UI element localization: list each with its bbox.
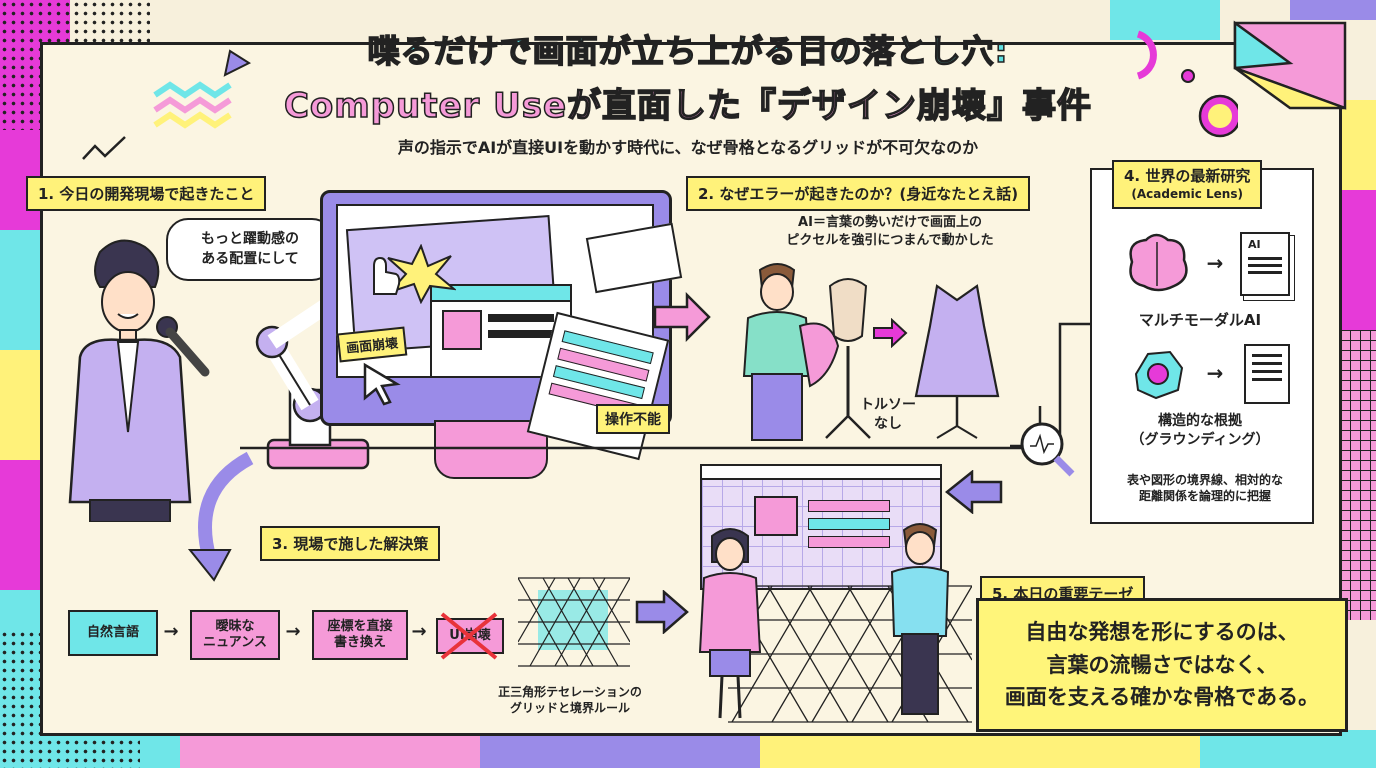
bg-block-l-pink — [0, 460, 40, 590]
thesis-line-3: 画面を支える確かな骨格である。 — [1004, 685, 1320, 710]
bg-block-tr-purple — [1290, 0, 1376, 20]
section4-label: 4. 世界の最新研究 (Academic Lens) — [1112, 160, 1263, 210]
flow-step-natural-language: 自然言語 — [68, 610, 158, 656]
floating-window — [430, 284, 572, 378]
bg-block-bottom-yellow — [760, 730, 1200, 768]
arrow-right-icon — [653, 292, 711, 342]
flow-arrow-3: → — [411, 621, 427, 642]
thesis-line-2: 言葉の流暢さではなく、 — [1046, 652, 1278, 677]
magnifier-icon — [1020, 422, 1075, 477]
brain-icon — [1129, 233, 1188, 292]
collapsed-dress-illustration — [914, 284, 1000, 439]
speech-bubble: もっと躍動感の ある配置にして — [166, 218, 334, 282]
section4-title: 4. 世界の最新研究 — [1124, 167, 1251, 185]
arrow-left-icon — [944, 470, 1003, 514]
bg-block-l-yellow — [0, 350, 40, 460]
cursor-hand-icon — [373, 256, 401, 295]
circles-decoration — [1136, 30, 1238, 138]
flow-step-rewrite-coordinates: 座標を直接 書き換え — [312, 610, 408, 660]
page-title-line2: Computer Useが直面した『デザイン崩壊』事件 — [283, 85, 1093, 127]
geometric-decoration-tr — [1233, 20, 1347, 110]
mannequin-illustration — [825, 278, 871, 439]
no-torso-label: トルソー なし — [860, 397, 916, 432]
network-node-icon — [1134, 350, 1184, 400]
check-squiggle-decoration — [82, 136, 126, 160]
floor-triangle-grid — [728, 585, 972, 723]
bg-block-bottom-pink — [180, 730, 480, 768]
cursor-arrow-icon — [363, 362, 401, 406]
curved-arrow-down-icon — [187, 451, 254, 582]
cross-mark-icon — [440, 612, 498, 660]
thesis-line-1: 自由な発想を形にするのは、 — [1025, 620, 1299, 645]
section3-label: 3. 現場で施した解決策 — [260, 526, 441, 561]
tailor-illustration — [742, 263, 840, 441]
tag-inoperable: 操作不能 — [596, 404, 670, 434]
document-ai-icon: AI — [1240, 232, 1290, 296]
multimodal-ai-label: マルチモーダルAI — [1138, 311, 1262, 329]
triangle-decoration — [223, 49, 252, 77]
flow-arrow-2: → — [285, 621, 301, 642]
arrow-right-small-icon — [873, 318, 908, 348]
flow-arrow-1: → — [163, 621, 179, 642]
section4-sublabel: (Academic Lens) — [1131, 186, 1243, 201]
page-title-line1: 喋るだけで画面が立ち上がる日の落とし穴: — [367, 31, 1009, 71]
grounding-title: 構造的な根拠 （グラウンディング） — [1130, 413, 1270, 448]
section2-explanation: AI＝言葉の勢いだけで画面上の ピクセルを強引につまんで動かした — [786, 215, 994, 248]
flow-step-vague-nuance: 曖昧な ニュアンス — [190, 610, 280, 660]
arrow-brain-to-doc: → — [1206, 251, 1224, 275]
thesis-box: 自由な発想を形にするのは、 言葉の流暢さではなく、 画面を支える確かな骨格である… — [976, 598, 1348, 732]
zigzag-decoration — [153, 81, 232, 129]
arrow-node-to-doc: → — [1206, 361, 1224, 385]
bg-block-bottom-purple — [480, 730, 760, 768]
man-presenter-illustration — [890, 523, 950, 715]
arrow-right-grid-icon — [635, 590, 689, 634]
bg-block-br-cyan — [1200, 730, 1376, 768]
bg-block-tr-cyan — [1110, 0, 1220, 40]
section4-panel — [1090, 168, 1314, 524]
page-subtitle: 声の指示でAIが直接UIを動かす時代に、なぜ骨格となるグリッドが不可欠なのか — [397, 138, 979, 157]
presenter-illustration — [68, 239, 210, 522]
explosion-burst-icon — [386, 244, 456, 304]
section1-label: 1. 今日の開発現場で起きたこと — [26, 176, 267, 211]
grid-caption: 正三角形テセレーションの グリッドと境界ルール — [498, 685, 642, 716]
section2-label: 2. なぜエラーが起きたのか？(身近なたとえ話) — [686, 176, 1031, 211]
document-icon — [1244, 344, 1290, 404]
grounding-description: 表や図形の境界線、相対的な 距離関係を論理的に把握 — [1126, 473, 1283, 504]
triangle-tessellation-grid — [518, 577, 630, 667]
bg-block-r-yellow — [1336, 100, 1376, 190]
document-ai-label: AI — [1248, 238, 1261, 251]
bg-block-r-magenta — [1336, 190, 1376, 330]
bg-block-l-cyan — [0, 230, 40, 350]
grid-screen — [700, 464, 942, 590]
woman-presenter-illustration — [698, 528, 762, 719]
